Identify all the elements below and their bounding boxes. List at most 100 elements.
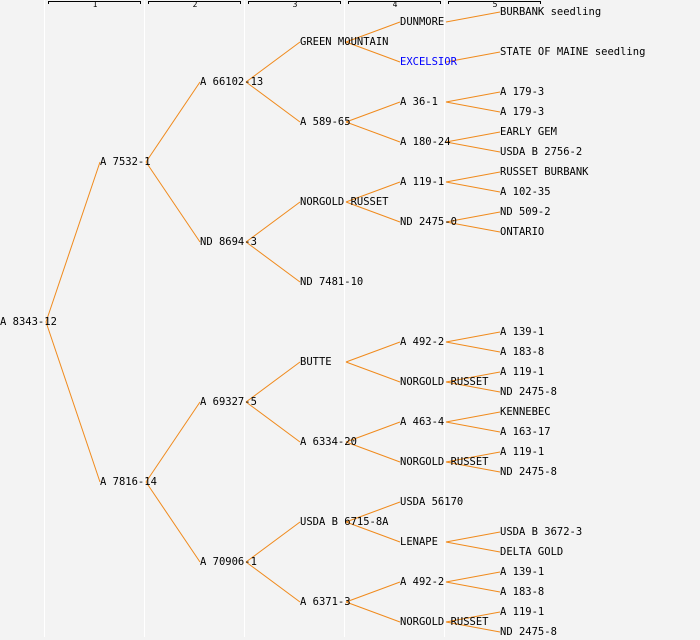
pedigree-node[interactable]: GREEN MOUNTAIN	[300, 36, 389, 48]
pedigree-node[interactable]: A 119-1	[500, 446, 545, 458]
pedigree-node[interactable]: A 183-8	[500, 346, 545, 358]
pedigree-link	[45, 321, 101, 483]
pedigree-node[interactable]: NORGOLD RUSSET	[400, 616, 489, 628]
pedigree-link	[445, 331, 501, 343]
pedigree-node[interactable]: BUTTE	[300, 356, 332, 368]
pedigree-node[interactable]: DELTA GOLD	[500, 546, 564, 558]
generation-number: 1	[92, 0, 98, 9]
pedigree-link	[245, 241, 301, 283]
column-divider	[144, 0, 145, 637]
pedigree-node[interactable]: RUSSET BURBANK	[500, 166, 589, 178]
generation-bracket	[348, 1, 441, 4]
pedigree-link	[145, 81, 201, 163]
pedigree-node[interactable]: A 7816-14	[100, 476, 157, 488]
generation-bracket	[48, 1, 141, 4]
pedigree-node[interactable]: A 119-1	[500, 606, 545, 618]
pedigree-link	[445, 171, 501, 183]
pedigree-node[interactable]: NORGOLD RUSSET	[300, 196, 389, 208]
pedigree-node[interactable]: BURBANK seedling	[500, 6, 602, 18]
generation-number: 5	[492, 0, 498, 9]
pedigree-node[interactable]: DUNMORE	[400, 16, 445, 28]
pedigree-link	[445, 541, 501, 553]
pedigree-link	[145, 161, 201, 243]
pedigree-node[interactable]: LENAPE	[400, 536, 438, 548]
pedigree-link	[445, 101, 501, 113]
pedigree-link	[445, 131, 501, 143]
pedigree-node[interactable]: A 6334-20	[300, 436, 357, 448]
pedigree-link	[45, 161, 101, 323]
pedigree-node[interactable]: A 492-2	[400, 336, 445, 348]
generation-number: 2	[192, 0, 198, 9]
pedigree-node[interactable]: A 69327-5	[200, 396, 257, 408]
column-divider	[44, 0, 45, 637]
pedigree-node[interactable]: A 139-1	[500, 566, 545, 578]
pedigree-node[interactable]: A 163-17	[500, 426, 551, 438]
pedigree-node[interactable]: USDA 56170	[400, 496, 464, 508]
pedigree-link	[445, 341, 501, 353]
column-divider	[344, 0, 345, 637]
root-node[interactable]: A 8343-12	[0, 316, 57, 328]
pedigree-node[interactable]: A 119-1	[500, 366, 545, 378]
pedigree-node[interactable]: USDA B 2756-2	[500, 146, 583, 158]
pedigree-node[interactable]: A 70906-1	[200, 556, 257, 568]
pedigree-link	[245, 401, 301, 443]
pedigree-node[interactable]: ND 509-2	[500, 206, 551, 218]
pedigree-link	[445, 531, 501, 543]
pedigree-link	[345, 601, 401, 623]
pedigree-link	[345, 101, 401, 123]
column-divider	[444, 0, 445, 637]
pedigree-node[interactable]: NORGOLD RUSSET	[400, 456, 489, 468]
column-divider	[244, 0, 245, 637]
pedigree-link	[445, 421, 501, 433]
pedigree-node[interactable]: USDA B 3672-3	[500, 526, 583, 538]
pedigree-link	[145, 481, 201, 563]
pedigree-node[interactable]: A 139-1	[500, 326, 545, 338]
generation-number: 4	[392, 0, 398, 9]
generation-bracket	[148, 1, 241, 4]
pedigree-link	[245, 561, 301, 603]
generation-bracket	[248, 1, 341, 4]
pedigree-link	[445, 411, 501, 423]
pedigree-link	[445, 11, 501, 23]
pedigree-node[interactable]: EXCELSIOR	[400, 56, 457, 68]
pedigree-link	[245, 81, 301, 123]
pedigree-link	[445, 571, 501, 583]
pedigree-node[interactable]: A 102-35	[500, 186, 551, 198]
pedigree-node[interactable]: A 589-65	[300, 116, 351, 128]
pedigree-node[interactable]: A 179-3	[500, 86, 545, 98]
pedigree-node[interactable]: ND 7481-10	[300, 276, 364, 288]
pedigree-node[interactable]: USDA B 6715-8A	[300, 516, 389, 528]
pedigree-node[interactable]: ND 8694-3	[200, 236, 257, 248]
pedigree-node[interactable]: A 7532-1	[100, 156, 151, 168]
pedigree-node[interactable]: EARLY GEM	[500, 126, 557, 138]
pedigree-node[interactable]: A 179-3	[500, 106, 545, 118]
pedigree-link	[445, 141, 501, 153]
pedigree-node[interactable]: A 463-4	[400, 416, 445, 428]
pedigree-node[interactable]: ONTARIO	[500, 226, 545, 238]
pedigree-node[interactable]: A 492-2	[400, 576, 445, 588]
pedigree-node[interactable]: A 119-1	[400, 176, 445, 188]
pedigree-node[interactable]: A 6371-3	[300, 596, 351, 608]
pedigree-node[interactable]: ND 2475-8	[500, 626, 557, 638]
pedigree-node[interactable]: NORGOLD RUSSET	[400, 376, 489, 388]
pedigree-node[interactable]: A 180-24	[400, 136, 451, 148]
pedigree-node[interactable]: STATE OF MAINE seedling	[500, 46, 646, 58]
pedigree-node[interactable]: A 66102-13	[200, 76, 264, 88]
pedigree-node[interactable]: A 36-1	[400, 96, 438, 108]
pedigree-link	[445, 91, 501, 103]
generation-bracket	[448, 1, 541, 4]
pedigree-node[interactable]: KENNEBEC	[500, 406, 551, 418]
pedigree-link	[445, 581, 501, 593]
pedigree-link	[345, 581, 401, 603]
pedigree-link	[445, 181, 501, 193]
pedigree-link	[145, 401, 201, 483]
pedigree-link	[345, 121, 401, 143]
pedigree-node[interactable]: A 183-8	[500, 586, 545, 598]
generation-number: 3	[292, 0, 298, 9]
pedigree-node[interactable]: ND 2475-8	[500, 386, 557, 398]
pedigree-link	[345, 341, 401, 363]
pedigree-node[interactable]: ND 2475-8	[500, 466, 557, 478]
pedigree-node[interactable]: ND 2475-0	[400, 216, 457, 228]
